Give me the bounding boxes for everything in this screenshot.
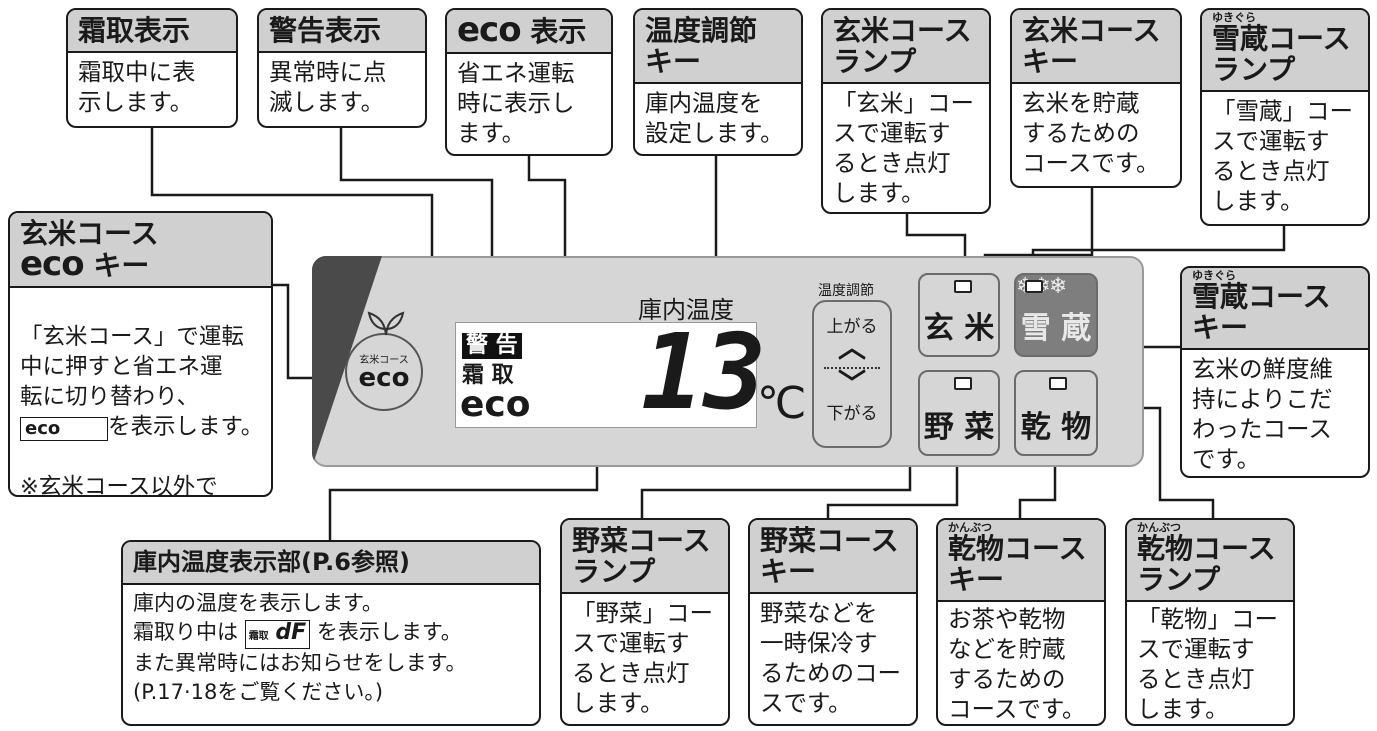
- callout-title: 野菜コース キー: [750, 520, 916, 594]
- callout-title: 玄米コース ランプ: [823, 10, 989, 84]
- kanbutsu-key-label: 乾 物: [1020, 410, 1092, 445]
- callout-body: 「雪蔵」コー スで運転す るとき点灯 します。: [1212, 97, 1353, 215]
- eco-box: eco: [20, 417, 108, 441]
- temp-adjust-label: 温度調節: [818, 283, 874, 299]
- leader-kanbutsu-key: [1018, 445, 1057, 518]
- defrost-df-box: 霜取 dF: [244, 620, 311, 649]
- temperature-value: 13: [641, 311, 767, 433]
- temperature-display: 庫内温度 警 告 霜 取 eco 13: [455, 296, 766, 428]
- yukigura-lamp: [1025, 280, 1043, 293]
- kanbutsu-lamp: [1049, 377, 1067, 390]
- yasai-key-label: 野 菜: [923, 410, 995, 445]
- genmai-eco-key[interactable]: 玄米コース eco: [345, 311, 423, 411]
- defrost-indicator: 霜 取: [462, 363, 514, 388]
- up-chevron-icon: ︿: [837, 331, 866, 364]
- temperature-unit: ℃: [757, 378, 807, 429]
- callout-yasai-lamp: 野菜コース ランプ 「野菜」コー スで運転す るとき点灯 します。: [560, 518, 730, 726]
- temp-adjust-key[interactable]: 上がる ︿ ﹀ 下がる: [812, 300, 892, 448]
- key-divider: [824, 367, 880, 369]
- up-label: 上がる: [826, 317, 878, 337]
- callout-title: かんぶつ 乾物コース ランプ: [1127, 520, 1293, 602]
- genmai-eco-badge-top: 玄米コース: [359, 355, 409, 366]
- callout-body: 「玄米」コー スで運転す るとき点灯 します。: [833, 89, 974, 207]
- callout-title: かんぶつ 乾物コース キー: [938, 520, 1104, 602]
- genmai-lamp: [954, 280, 972, 293]
- temp-label: 庫内温度: [638, 296, 734, 324]
- yukigura-key-label: 雪 蔵: [1020, 311, 1092, 346]
- callout-genmai-eco-key: 玄米コース eco キー 「玄米コース」で運転 中に押すと省エネ運 転に切り替わ…: [8, 211, 273, 497]
- callout-body: 野菜などを 一時保冷す るためのコー スです。: [760, 599, 901, 717]
- leaf-icon: [361, 307, 411, 337]
- callout-body: 庫内の温度を表示します。 霜取り中は 霜取 dF を表示します。 また異常時には…: [133, 591, 467, 704]
- genmai-key-label: 玄 米: [923, 311, 995, 346]
- callout-title: ゆきぐら 雪蔵コース キー: [1182, 268, 1368, 350]
- callout-title: 霜取表示: [68, 10, 236, 53]
- callout-body: 庫内温度を 設定します。: [645, 89, 784, 147]
- callout-ruby: ゆきぐら: [1192, 269, 1236, 282]
- callout-body: 省エネ運転 時に表示し ます。: [457, 59, 575, 147]
- callout-warning: 警告表示 異常時に点 滅します。: [257, 8, 427, 128]
- callout-ruby: ゆきぐら: [1212, 11, 1256, 24]
- leader-yasai-key: [826, 445, 959, 518]
- callout-title: 野菜コース ランプ: [562, 520, 728, 594]
- callout-genmai-key: 玄米コース キー 玄米を貯蔵 するための コースです。: [1010, 8, 1182, 188]
- callout-body: 玄米を貯蔵 するための コースです。: [1022, 89, 1160, 177]
- callout-eco: eco 表示 省エネ運転 時に表示し ます。: [445, 8, 613, 156]
- callout-ruby: かんぶつ: [1137, 521, 1181, 534]
- callout-yasai-key: 野菜コース キー 野菜などを 一時保冷す るためのコー スです。: [748, 518, 918, 726]
- callout-title: 玄米コース eco キー: [10, 213, 271, 288]
- callout-body: 「乾物」コー スで運転す るとき点灯 します。: [1137, 605, 1278, 723]
- callout-title: 温度調節 キー: [635, 10, 801, 84]
- callout-title: 庫内温度表示部(P.6参照): [123, 542, 539, 585]
- yasai-key[interactable]: 野 菜: [918, 370, 1000, 456]
- callout-kanbutsu-lamp: かんぶつ 乾物コース ランプ 「乾物」コー スで運転す るとき点灯 します。: [1125, 518, 1295, 726]
- warning-indicator: 警 告: [462, 333, 522, 359]
- down-label: 下がる: [826, 404, 878, 424]
- eco-indicator: eco: [460, 384, 531, 425]
- callout-body: 「野菜」コー スで運転す るとき点灯 します。: [572, 599, 713, 717]
- callout-display-area: 庫内温度表示部(P.6参照) 庫内の温度を表示します。 霜取り中は 霜取 dF …: [121, 540, 541, 726]
- callout-temp-key: 温度調節 キー 庫内温度を 設定します。: [633, 8, 803, 156]
- callout-body: 玄米の鮮度維 持によりこだ わったコース です。: [1192, 355, 1333, 473]
- callout-title: ゆきぐら 雪蔵コース ランプ: [1202, 10, 1368, 92]
- callout-body: お茶や乾物 などを貯蔵 するための コースです。: [948, 605, 1086, 723]
- down-chevron-icon: ﹀: [837, 367, 866, 400]
- yukigura-key[interactable]: 雪 蔵: [1014, 273, 1098, 357]
- callout-title: 玄米コース キー: [1012, 10, 1180, 84]
- genmai-key[interactable]: 玄 米: [918, 273, 1000, 357]
- callout-ruby: かんぶつ: [948, 521, 992, 534]
- callout-title: 警告表示: [259, 10, 425, 53]
- callout-kanbutsu-key: かんぶつ 乾物コース キー お茶や乾物 などを貯蔵 するための コースです。: [936, 518, 1106, 726]
- genmai-eco-badge-eco: eco: [358, 363, 410, 393]
- callout-title: eco 表示: [447, 10, 611, 54]
- callout-defrost: 霜取表示 霜取中に表 示します。: [66, 8, 238, 128]
- callout-body: 異常時に点 滅します。: [269, 58, 387, 116]
- yasai-lamp: [954, 377, 972, 390]
- callout-genmai-lamp: 玄米コース ランプ 「玄米」コー スで運転す るとき点灯 します。: [821, 8, 991, 214]
- callout-body: 霜取中に表 示します。: [78, 58, 196, 116]
- callout-yukigura-lamp: ゆきぐら 雪蔵コース ランプ 「雪蔵」コー スで運転す るとき点灯 します。: [1200, 8, 1370, 226]
- callout-yukigura-key: ゆきぐら 雪蔵コース キー 玄米の鮮度維 持によりこだ わったコース です。: [1180, 266, 1370, 478]
